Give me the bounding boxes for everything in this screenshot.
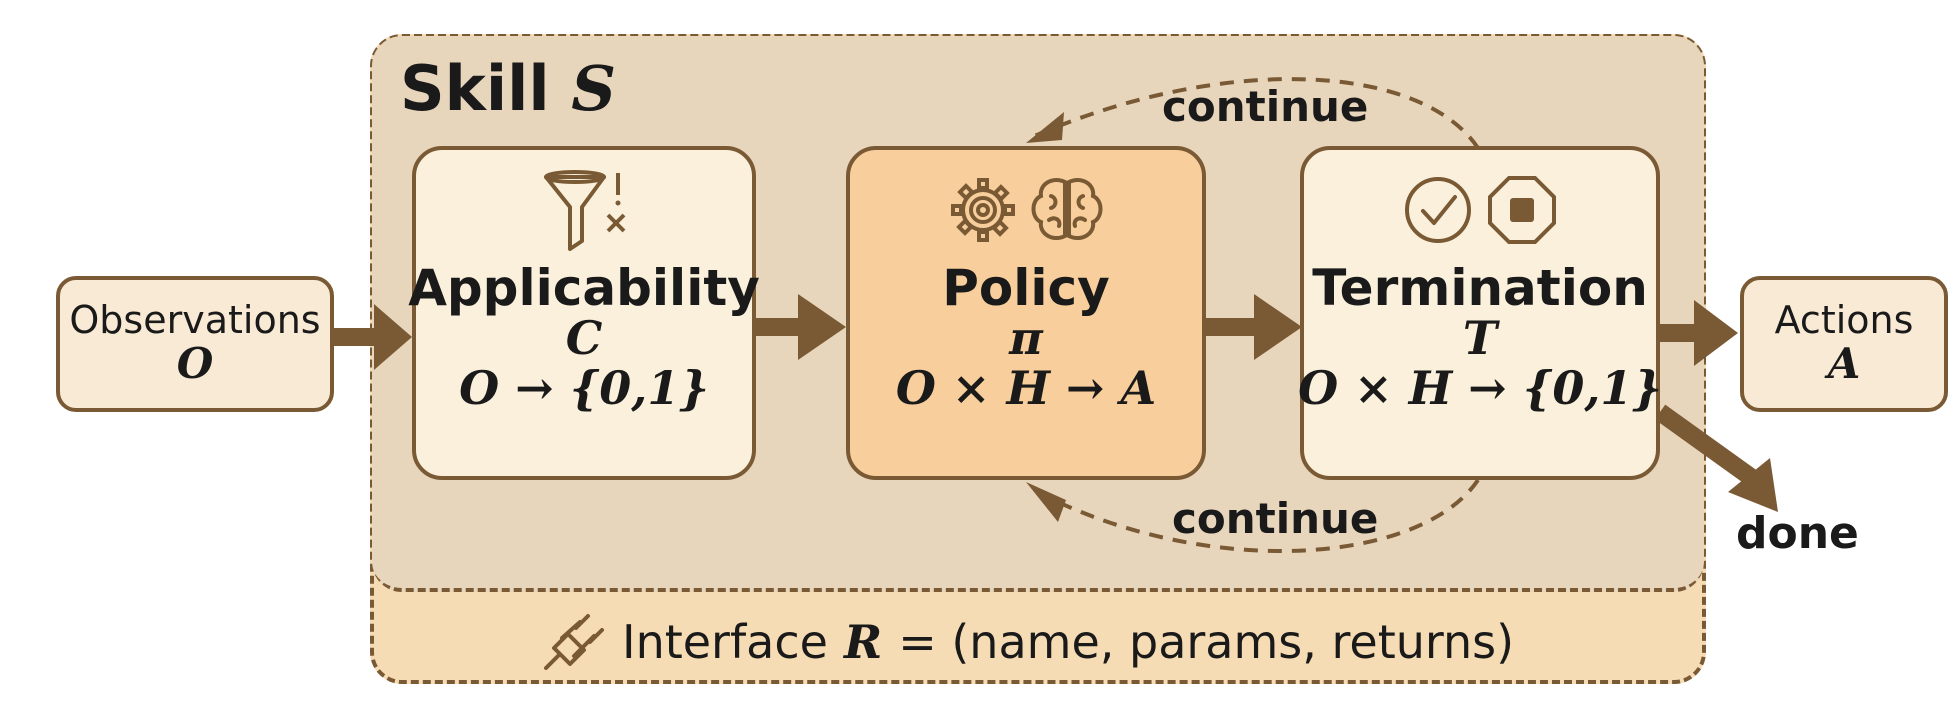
applicability-symbol: C bbox=[565, 310, 603, 365]
applicability-title: Applicability bbox=[408, 259, 760, 317]
policy-title: Policy bbox=[942, 259, 1110, 317]
filter-icon bbox=[544, 170, 626, 251]
plug-icon bbox=[544, 614, 604, 670]
loop-top-arc bbox=[1029, 77, 1480, 150]
loop-top-label: continue bbox=[1162, 82, 1369, 131]
policy-signature: O × H → A bbox=[895, 360, 1157, 415]
arrow-policy-to-termination bbox=[1204, 318, 1262, 336]
stop-octagon-icon bbox=[1488, 176, 1556, 244]
observations-label: Observations bbox=[69, 297, 321, 342]
check-circle-icon bbox=[1405, 177, 1471, 243]
loop-bottom-label: continue bbox=[1172, 494, 1379, 543]
done-label: done bbox=[1736, 508, 1859, 559]
observations-symbol: O bbox=[176, 338, 214, 388]
loop-bottom-arc bbox=[1029, 478, 1480, 553]
applicability-box: Applicability C O → {0,1} bbox=[408, 146, 760, 480]
policy-icons bbox=[947, 162, 1105, 258]
arrow-termination-to-done bbox=[1654, 404, 1758, 486]
skill-symbol: S bbox=[571, 52, 617, 125]
brain-icon bbox=[1031, 177, 1103, 241]
termination-symbol: T bbox=[1462, 310, 1498, 365]
interface-symbol: R bbox=[843, 615, 883, 669]
arrow-applicability-to-policy bbox=[752, 318, 806, 336]
actions-box: Actions A bbox=[1740, 276, 1948, 412]
actions-label: Actions bbox=[1774, 297, 1914, 342]
arrow-obs-to-applicability bbox=[332, 328, 384, 346]
arrowhead-policy-to-termination bbox=[1254, 294, 1302, 360]
actions-symbol: A bbox=[1827, 338, 1861, 388]
interface-row: Interface R = (name, params, returns) bbox=[540, 612, 1514, 672]
termination-icons bbox=[1401, 162, 1559, 258]
arrowhead-termination-to-actions bbox=[1694, 300, 1738, 366]
skill-title: Skill S bbox=[400, 52, 616, 125]
interface-prefix: Interface bbox=[622, 615, 828, 669]
interface-suffix: = (name, params, returns) bbox=[898, 615, 1515, 669]
termination-title: Termination bbox=[1312, 259, 1648, 317]
arrowhead-obs-to-applicability bbox=[374, 304, 412, 370]
arrow-termination-to-actions bbox=[1656, 324, 1704, 342]
loop-bottom-arrowhead bbox=[1026, 482, 1066, 522]
termination-signature: O × H → {0,1} bbox=[1298, 360, 1662, 415]
applicability-icons bbox=[538, 162, 630, 258]
loop-top-arrowhead bbox=[1026, 112, 1064, 143]
observations-box: Observations O bbox=[56, 276, 334, 412]
skill-title-text: Skill bbox=[400, 52, 550, 125]
arrowhead-termination-to-done bbox=[1728, 458, 1778, 512]
termination-box: Termination T O × H → {0,1} bbox=[1298, 146, 1662, 480]
gear-icon bbox=[951, 178, 1015, 242]
policy-symbol: π bbox=[1009, 310, 1043, 365]
policy-box: Policy π O × H → A bbox=[846, 146, 1206, 480]
arrowhead-applicability-to-policy bbox=[798, 294, 846, 360]
applicability-signature: O → {0,1} bbox=[459, 360, 709, 415]
